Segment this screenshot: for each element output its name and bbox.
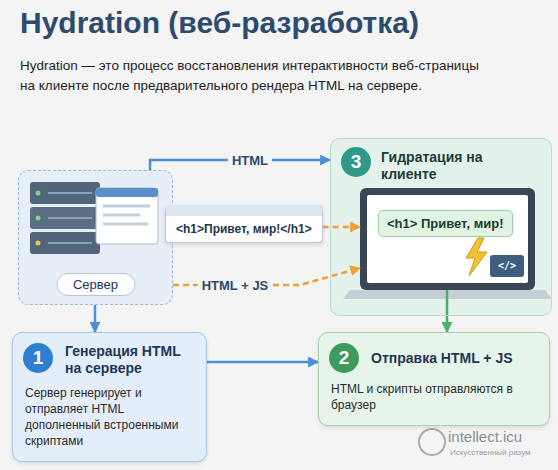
step-number: 1 (23, 343, 53, 373)
server-panel: Сервер (18, 170, 173, 305)
intro-text: Hydration — это процесс восстановления и… (20, 56, 490, 95)
laptop (343, 188, 552, 299)
step-body: HTML и скрипты отправляются в браузер (331, 381, 537, 413)
step-box: 2 Отправка HTML + JS HTML и скрипты отправ… (318, 332, 550, 426)
browser-window: <h1>Привет, мир!</h1> (165, 205, 323, 243)
watermark-subtitle: Искусственный разум (450, 448, 531, 457)
code-icon: </> (490, 255, 524, 277)
diagram-title: Hydration (веб-разработка) (20, 6, 419, 40)
step-box: 1 Генерация HTML на сервереСервер генерир… (12, 332, 207, 462)
watermark-logo (419, 429, 445, 455)
server-rack (30, 182, 100, 254)
connector (446, 290, 449, 332)
laptop-screen: <h1> Привет, мир! (360, 188, 535, 290)
edge-label: HTML (228, 153, 272, 168)
step-heading: Генерация HTML на сервере (65, 343, 194, 377)
connector (207, 361, 318, 364)
client-region-fill (330, 138, 552, 316)
step-number: 2 (329, 343, 359, 373)
server-document (96, 188, 158, 244)
node-label: Сервер (56, 273, 135, 296)
watermark: intellect.icu (448, 428, 522, 445)
code-text: <h1>Привет, мир!</h1> (176, 222, 312, 236)
client-region: 3 Гидратация на клиенте <h1> Привет, мир! (330, 138, 552, 316)
step-number: 3 (341, 147, 371, 177)
step-body: Сервер генерирует и отправляет HTML допо… (25, 385, 194, 450)
edge-label: HTML + JS (198, 278, 273, 293)
step-heading: Отправка HTML + JS (371, 343, 537, 373)
server-panel-fill (18, 170, 173, 305)
connector (323, 226, 360, 229)
connector (94, 305, 97, 332)
code-text: <h1> Привет, мир! (378, 210, 513, 237)
step-heading: Гидратация на клиенте (381, 149, 531, 183)
